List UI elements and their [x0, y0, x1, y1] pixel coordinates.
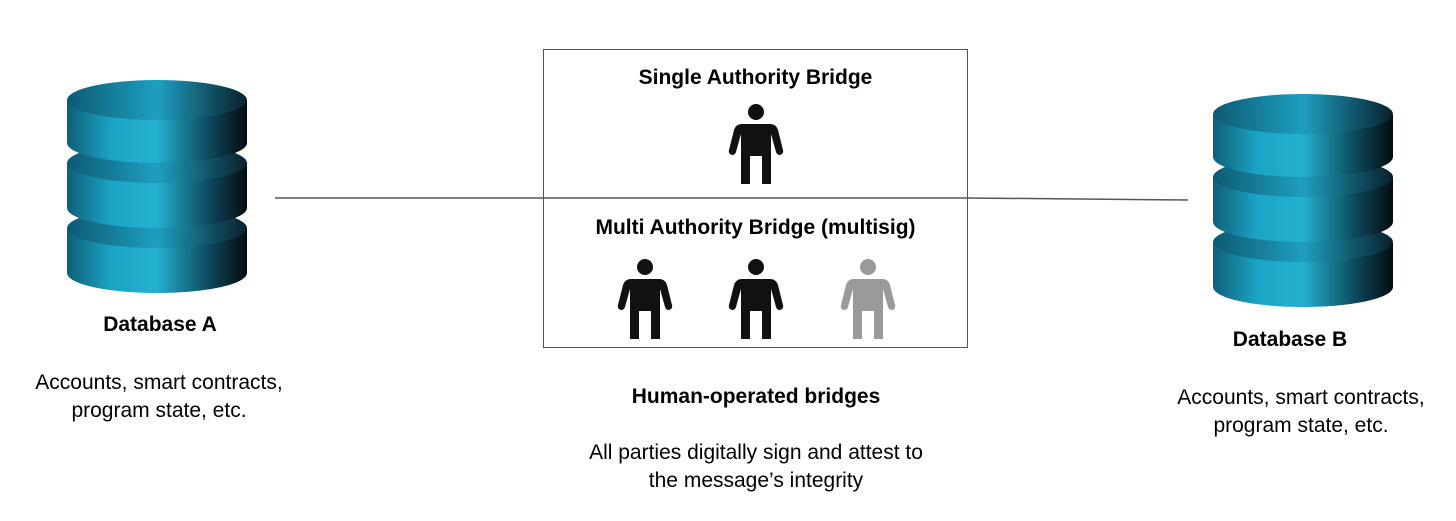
database-a-title: Database A	[103, 313, 217, 336]
bridge-box: Single Authority Bridge Multi Authority …	[543, 49, 968, 348]
database-b-description-line1: Accounts, smart contracts,	[1177, 386, 1425, 409]
database-b-title: Database B	[1232, 328, 1348, 351]
person-icon-inactive	[840, 259, 896, 339]
person-icon	[617, 259, 673, 339]
caption-line1: All parties digitally sign and attest to	[589, 441, 923, 464]
caption-line2: the message’s integrity	[648, 469, 864, 492]
database-a-icon	[67, 80, 247, 293]
database-a-description-line1: Accounts, smart contracts,	[35, 371, 283, 394]
multi-authority-bridge-title: Multi Authority Bridge (multisig)	[595, 216, 916, 239]
connector-line-right	[967, 197, 1189, 201]
caption-title: Human-operated bridges	[631, 385, 881, 408]
database-b-icon	[1213, 94, 1393, 307]
single-authority-bridge-title: Single Authority Bridge	[638, 66, 873, 89]
person-icon	[728, 259, 784, 339]
person-icon	[728, 104, 784, 184]
database-b-description-line2: program state, etc.	[1213, 414, 1389, 437]
database-a-description-line2: program state, etc.	[71, 399, 247, 422]
